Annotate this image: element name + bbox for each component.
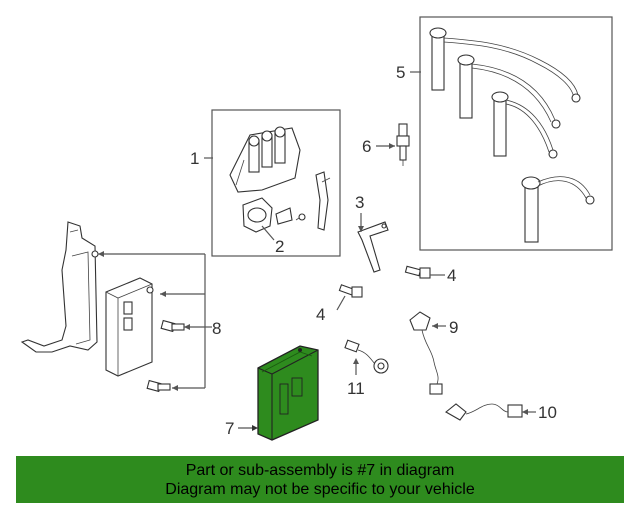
callout-1: 1 [190, 149, 199, 168]
knock-sensor [344, 339, 389, 374]
coil-group-box [211, 109, 341, 257]
oxygen-sensor-downstream [445, 403, 523, 421]
banner-line-1: Part or sub-assembly is #7 in diagram [185, 462, 455, 479]
callout-2: 2 [275, 237, 284, 256]
callout-3: 3 [355, 193, 364, 212]
mounting-bracket-assembly [20, 221, 99, 353]
bolt-8 [146, 319, 185, 393]
banner-line-2: Diagram may not be specific to your vehi… [165, 481, 475, 498]
plug-wire-group-box [419, 16, 613, 251]
callout-6: 6 [362, 137, 371, 156]
coil-bracket [242, 197, 293, 233]
callout-7: 7 [225, 419, 234, 438]
info-banner: Part or sub-assembly is #7 in diagram Di… [16, 456, 624, 503]
spark-plug-wires [429, 27, 595, 243]
ignition-coil [229, 126, 331, 231]
callout-4a: 4 [447, 266, 456, 285]
callout-9: 9 [449, 318, 458, 337]
spark-plug [396, 123, 410, 166]
callout-8: 8 [212, 319, 221, 338]
callout-4b: 4 [316, 305, 325, 324]
bolt-left [338, 284, 363, 298]
callout-10: 10 [538, 403, 557, 422]
ecm-bracket [357, 221, 389, 273]
oxygen-sensor-upstream [409, 311, 443, 395]
control-module-bracket [105, 277, 154, 377]
callout-5: 5 [396, 63, 405, 82]
parts-diagram: 1 2 5 [20, 16, 613, 441]
engine-control-module [257, 345, 319, 441]
bolt-right [404, 265, 431, 279]
callout-11: 11 [347, 379, 365, 398]
